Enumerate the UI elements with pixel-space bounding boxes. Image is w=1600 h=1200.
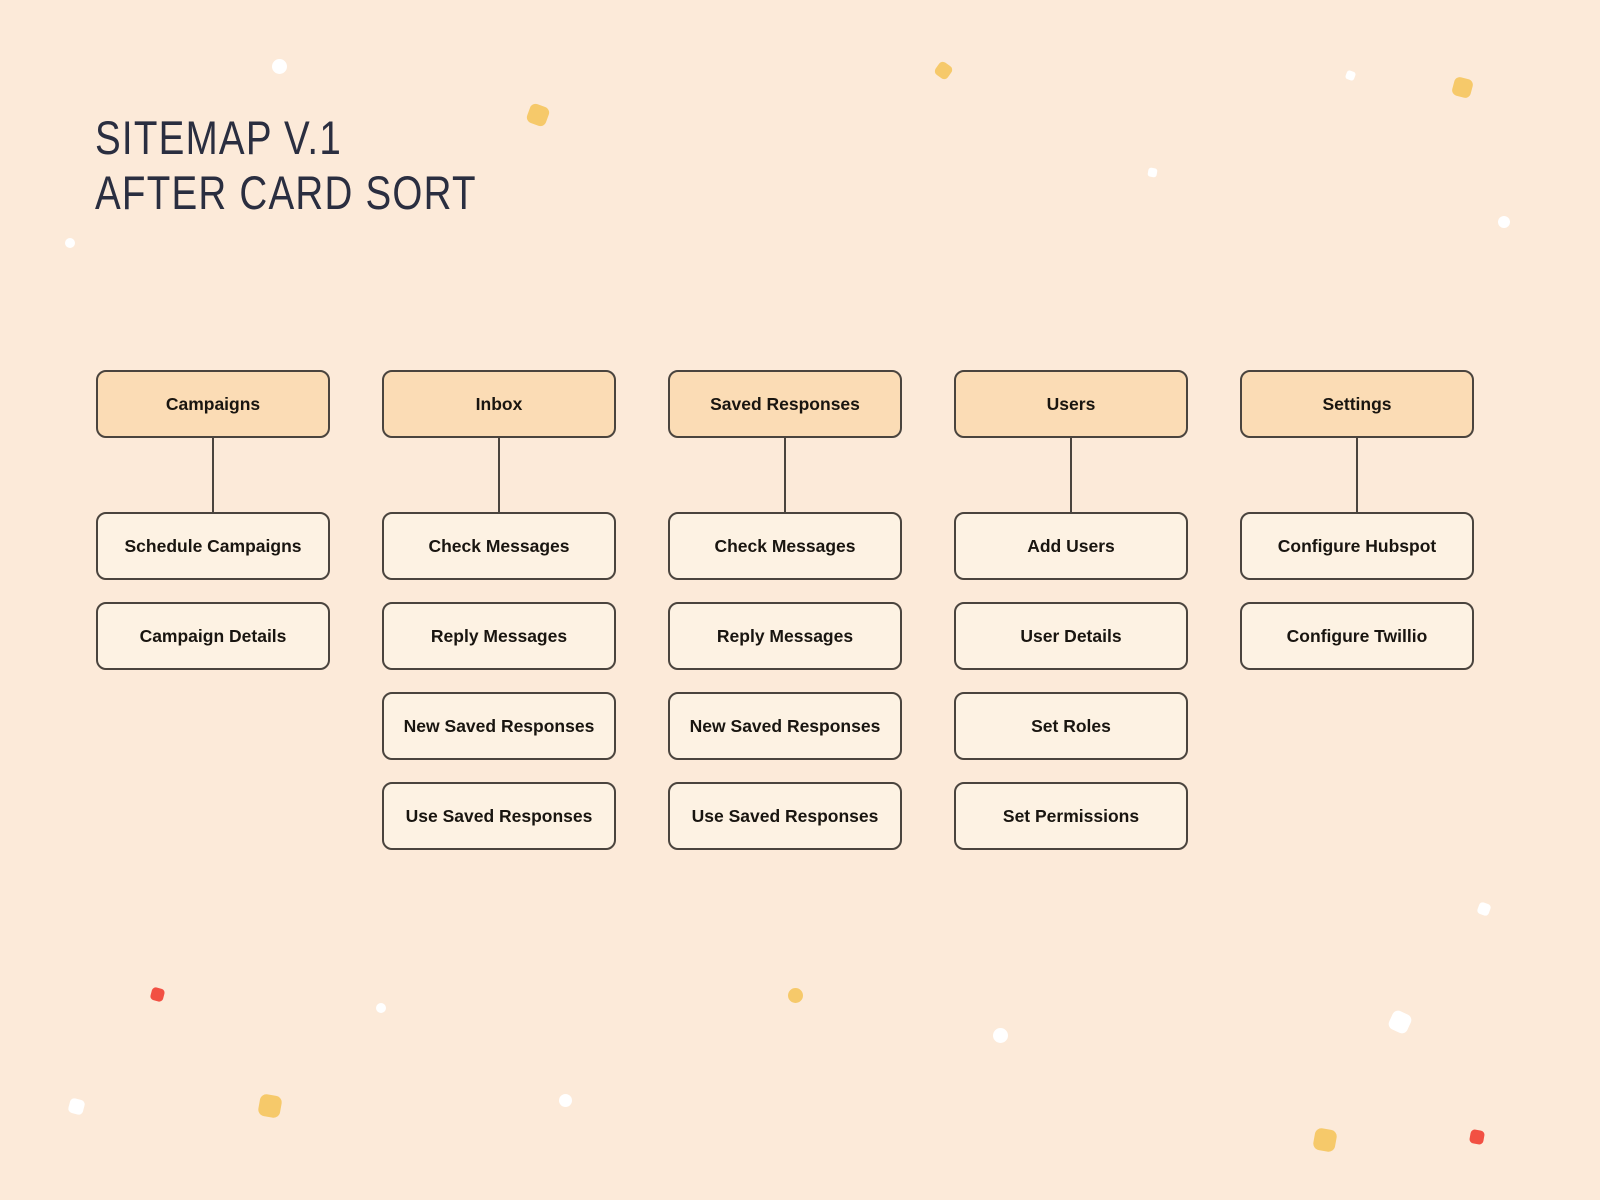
confetti-circle-icon	[992, 1027, 1008, 1043]
confetti-square-icon	[149, 986, 165, 1002]
sitemap-node-users: Users	[954, 370, 1188, 438]
sitemap-node-new-saved-responses: New Saved Responses	[668, 692, 902, 760]
sitemap-node-configure-twillio: Configure Twillio	[1240, 602, 1474, 670]
confetti-square-icon	[66, 1096, 86, 1116]
confetti-square-icon	[1450, 75, 1474, 99]
sitemap-node-set-permissions: Set Permissions	[954, 782, 1188, 850]
page-title-line-1: SITEMAP V.1	[95, 111, 343, 164]
sitemap-node-schedule-campaigns: Schedule Campaigns	[96, 512, 330, 580]
confetti-square-icon	[932, 59, 954, 81]
sitemap-node-check-messages: Check Messages	[668, 512, 902, 580]
sitemap-node-reply-messages: Reply Messages	[382, 602, 616, 670]
confetti-square-icon	[1312, 1127, 1338, 1153]
confetti-circle-icon	[558, 1093, 572, 1107]
confetti-circle-icon	[1498, 216, 1510, 228]
sitemap-node-saved-responses: Saved Responses	[668, 370, 902, 438]
confetti-circle-icon	[65, 238, 75, 248]
sitemap-node-campaigns: Campaigns	[96, 370, 330, 438]
connector-line	[498, 438, 500, 512]
sitemap-node-add-users: Add Users	[954, 512, 1188, 580]
page-title-line-2: AFTER CARD SORT	[95, 166, 477, 219]
sitemap-node-user-details: User Details	[954, 602, 1188, 670]
confetti-square-icon	[1344, 69, 1356, 81]
confetti-square-icon	[1468, 1128, 1486, 1146]
sitemap-node-set-roles: Set Roles	[954, 692, 1188, 760]
connector-line	[1356, 438, 1358, 512]
confetti-square-icon	[1146, 166, 1158, 178]
sitemap-node-check-messages: Check Messages	[382, 512, 616, 580]
sitemap-node-campaign-details: Campaign Details	[96, 602, 330, 670]
sitemap-node-use-saved-responses: Use Saved Responses	[382, 782, 616, 850]
confetti-square-icon	[257, 1093, 283, 1119]
sitemap-node-settings: Settings	[1240, 370, 1474, 438]
connector-line	[1070, 438, 1072, 512]
page-title: SITEMAP V.1 AFTER CARD SORT	[95, 110, 477, 220]
sitemap-node-new-saved-responses: New Saved Responses	[382, 692, 616, 760]
confetti-circle-icon	[376, 1003, 386, 1013]
sitemap-node-inbox: Inbox	[382, 370, 616, 438]
confetti-square-icon	[525, 102, 551, 128]
connector-line	[212, 438, 214, 512]
confetti-circle-icon	[787, 987, 803, 1003]
connector-line	[784, 438, 786, 512]
sitemap-node-use-saved-responses: Use Saved Responses	[668, 782, 902, 850]
sitemap-node-configure-hubspot: Configure Hubspot	[1240, 512, 1474, 580]
confetti-square-icon	[1476, 901, 1492, 917]
confetti-circle-icon	[271, 58, 287, 74]
confetti-square-icon	[1386, 1008, 1414, 1036]
sitemap-node-reply-messages: Reply Messages	[668, 602, 902, 670]
